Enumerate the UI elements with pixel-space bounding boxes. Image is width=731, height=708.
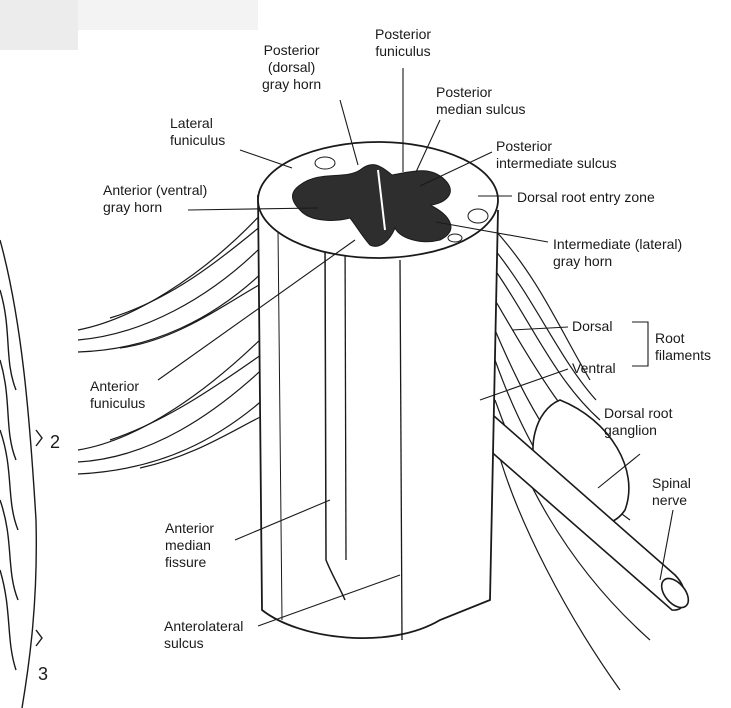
top-shade xyxy=(78,0,258,30)
side-section-fragment xyxy=(0,240,42,708)
white-tract-3 xyxy=(448,234,462,242)
label-posterior-funiculus: Posterior funiculus xyxy=(375,26,431,60)
label-dorsal: Dorsal xyxy=(572,318,612,335)
label-anterior-ventral-gray-horn: Anterior (ventral) gray horn xyxy=(103,182,207,216)
label-posterior-intermediate-sulcus: Posterior intermediate sulcus xyxy=(496,138,617,172)
label-ventral: Ventral xyxy=(572,360,616,377)
side-marker-3: 3 xyxy=(38,664,48,685)
cord-column xyxy=(258,195,498,638)
label-dorsal-root-entry-zone: Dorsal root entry zone xyxy=(517,189,655,206)
side-marker-2: 2 xyxy=(50,432,60,453)
label-dorsal-root-ganglion: Dorsal root ganglion xyxy=(604,405,672,439)
white-tract-2 xyxy=(468,209,488,223)
white-tract-1 xyxy=(315,157,335,169)
corner-shade xyxy=(0,0,78,50)
label-posterior-median-sulcus: Posterior median sulcus xyxy=(436,84,526,118)
label-anterior-funiculus: Anterior funiculus xyxy=(90,378,145,412)
label-anterolateral-sulcus: Anterolateral sulcus xyxy=(164,618,243,652)
label-intermediate-lateral-gray-horn: Intermediate (lateral) gray horn xyxy=(553,236,682,270)
label-lateral-funiculus: Lateral funiculus xyxy=(170,115,225,149)
label-anterior-median-fissure: Anterior median fissure xyxy=(165,520,214,571)
label-spinal-nerve: Spinal nerve xyxy=(652,475,691,509)
left-root-filaments xyxy=(78,210,275,474)
label-root-filaments: Root filaments xyxy=(655,330,711,364)
label-posterior-dorsal-gray-horn: Posterior (dorsal) gray horn xyxy=(262,42,321,93)
